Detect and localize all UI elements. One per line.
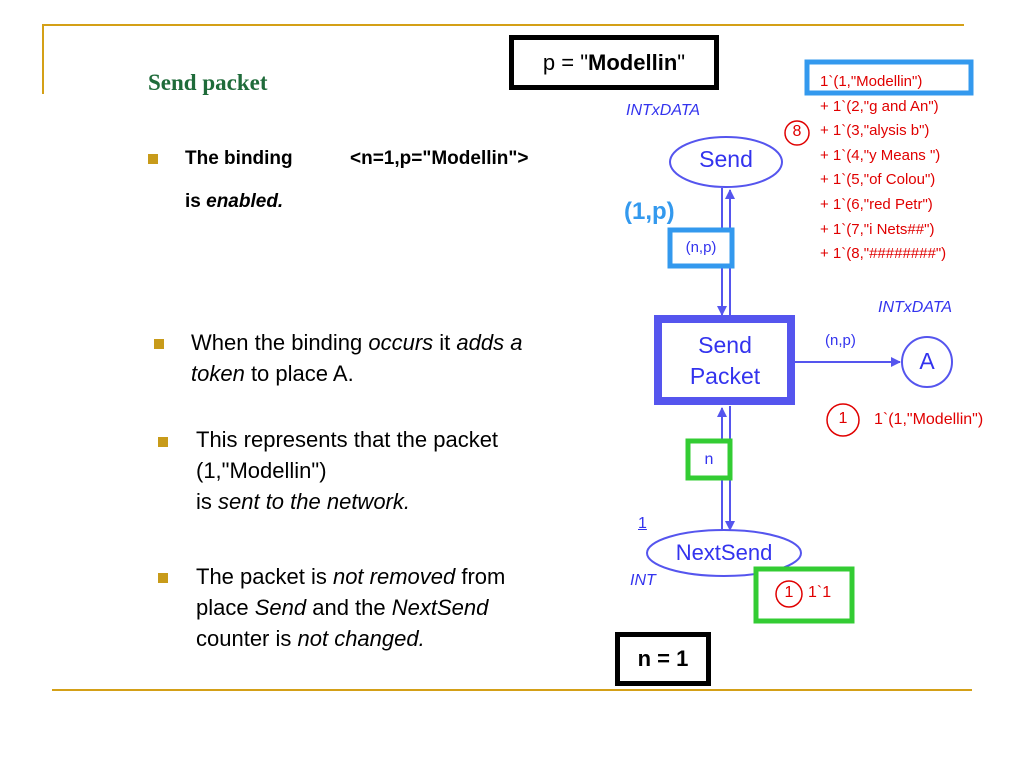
left-rule	[42, 24, 44, 94]
bottom-rule	[52, 689, 972, 691]
bullet-marker	[148, 154, 158, 164]
send-token-line: + 1`(8,"########")	[820, 245, 947, 263]
top-rule	[42, 24, 964, 26]
nextsend-count-circle	[775, 580, 803, 608]
arc-n-highlight	[685, 438, 733, 481]
nextsend-count: 1	[784, 584, 794, 601]
binding-value: <n=1,p="Modellin">	[350, 148, 529, 169]
arc-to-a-label: (n,p)	[825, 332, 856, 349]
nextsend-token: 1`1	[808, 584, 832, 601]
a-type-label: INTxDATA	[878, 299, 953, 316]
bullet-marker	[158, 573, 168, 583]
arc-np-highlight	[667, 227, 735, 269]
send-token-list: 1`(1,"Modellin") + 1`(2,"g and An") + 1`(3…	[820, 70, 946, 267]
send-token-line: 1`(1,"Modellin")	[820, 73, 923, 90]
nextsend-initial: 1	[638, 515, 647, 532]
p-binding-box: p = "Modellin"	[509, 35, 719, 90]
a-token: 1`(1,"Modellin")	[874, 411, 984, 428]
n-binding-box: n = 1	[615, 632, 711, 686]
enabled-line: is enabled.	[185, 191, 284, 212]
send-token-line: + 1`(5,"of Colou")	[820, 171, 936, 189]
a-count-circle	[826, 403, 860, 437]
send-token-line: + 1`(2,"g and An")	[820, 97, 939, 115]
place-a	[901, 336, 953, 388]
arc-1p-label: (1,p)	[624, 198, 675, 225]
a-count: 1	[838, 410, 848, 427]
token-highlight	[804, 59, 974, 96]
arc-n-label: n	[704, 451, 714, 468]
send-token-line: + 1`(3,"alysis b")	[820, 122, 930, 140]
send-count-circle	[784, 120, 810, 146]
nextsend-token-highlight	[753, 566, 855, 624]
bullet-marker	[158, 437, 168, 447]
nextsend-label: NextSend	[675, 540, 773, 565]
send-token-line: + 1`(4,"y Means ")	[820, 146, 941, 164]
binding-label: The binding	[185, 148, 293, 169]
send-place-label: Send	[699, 146, 753, 172]
place-a-label: A	[919, 348, 935, 374]
arc-np-label: (n,p)	[685, 239, 717, 256]
bullet-represents: This represents that the packet(1,"Model…	[196, 427, 499, 514]
nextsend-place	[646, 529, 802, 577]
send-place	[669, 136, 783, 188]
bullet-marker	[154, 339, 164, 349]
send-type-label: INTxDATA	[626, 102, 701, 119]
send-token-line: + 1`(7,"i Nets##")	[820, 220, 935, 238]
nextsend-type: INT	[630, 572, 656, 589]
slide-title: Send packet	[148, 70, 268, 95]
send-token-line: + 1`(6,"red Petr")	[820, 195, 933, 213]
send-count: 8	[792, 123, 802, 140]
send-packet-transition	[654, 315, 795, 405]
